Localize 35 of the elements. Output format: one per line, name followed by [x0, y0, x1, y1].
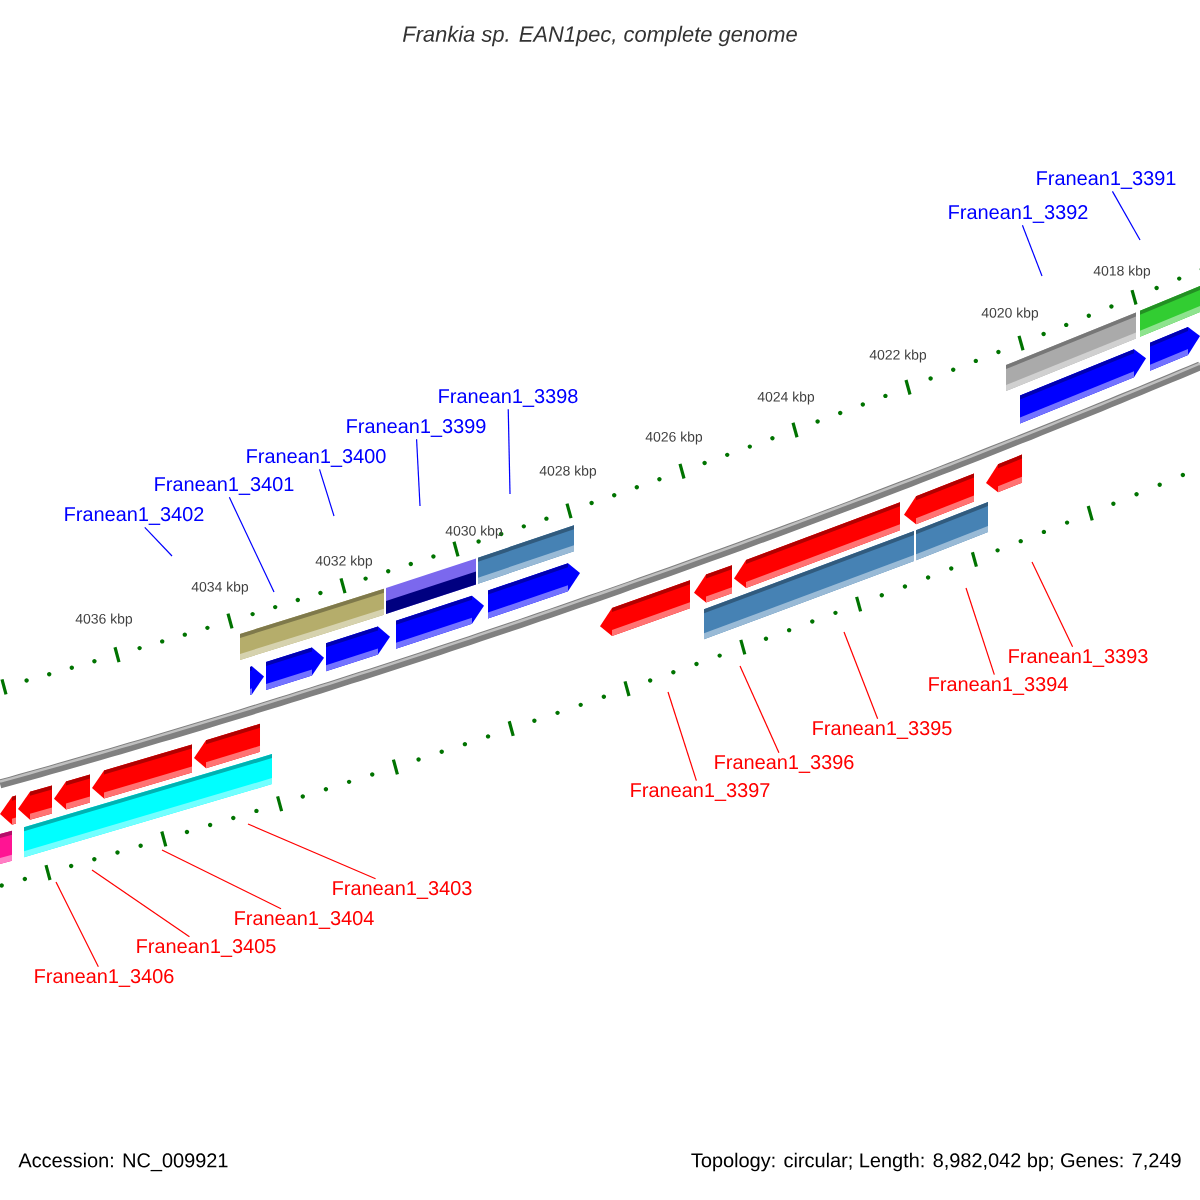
leader-line — [1031, 561, 1074, 648]
leader-line — [144, 526, 173, 557]
gene-label: Franean1_3395 — [813, 721, 952, 739]
leader-line — [161, 849, 282, 910]
gene-label: Franean1_3396 — [715, 755, 854, 773]
leader-line — [247, 823, 377, 880]
leader-line — [228, 496, 275, 593]
leader-line — [739, 665, 780, 754]
gene-label: Franean1_3404 — [235, 911, 374, 929]
gene-label: Franean1_3406 — [35, 969, 174, 987]
gene-label: Franean1_3397 — [631, 783, 770, 801]
leader-line — [843, 631, 879, 720]
gene-label: Franean1_3391 — [1037, 171, 1176, 189]
leader-line — [416, 438, 421, 507]
gene-label: Franean1_3401 — [155, 477, 294, 495]
gene-label: Franean1_3392 — [949, 205, 1088, 223]
gene-label: Franean1_3393 — [1009, 649, 1148, 667]
leader-line — [507, 408, 511, 495]
leader-line — [318, 468, 335, 517]
leader-line — [55, 881, 99, 968]
leader-line — [965, 587, 995, 676]
title: Frankia sp. EAN1pec, complete genome — [402, 25, 797, 47]
genome-info-text: Topology: circular; Length: 8,982,042 bp; Genes: 7,249 — [691, 1152, 1181, 1172]
gene-label: Franean1_3405 — [137, 939, 276, 957]
gene-label: Franean1_3403 — [333, 881, 472, 899]
leader-line — [1111, 190, 1141, 241]
leader-line — [667, 691, 697, 782]
leader-line — [1021, 224, 1043, 277]
accession-text: Accession: NC_009921 — [18, 1152, 228, 1172]
gene-label: Franean1_3400 — [247, 449, 386, 467]
gene-label: Franean1_3399 — [347, 419, 486, 437]
gene-label: Franean1_3398 — [439, 389, 578, 407]
leader-line — [91, 869, 191, 938]
gene-label: Franean1_3402 — [65, 507, 204, 525]
gene-label: Franean1_3394 — [929, 677, 1068, 695]
